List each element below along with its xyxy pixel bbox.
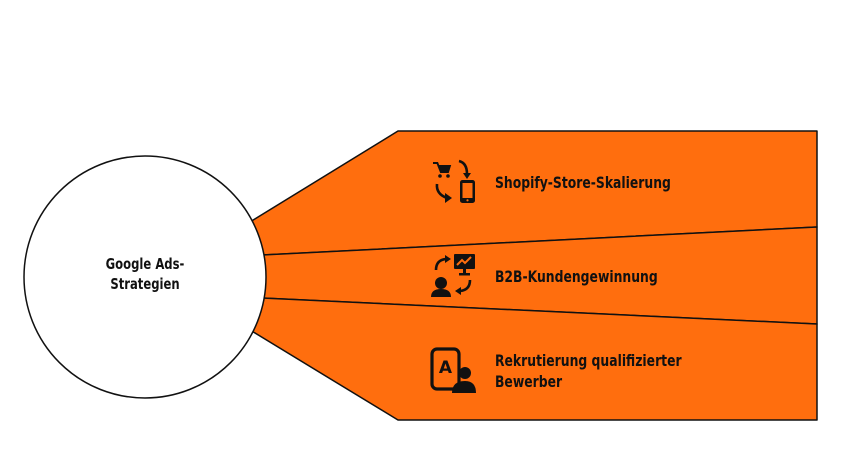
svg-text:A: A: [439, 358, 453, 378]
cart-smartphone-sync-icon: [433, 159, 475, 203]
item-label-b2b: B2B-Kundengewinnung: [495, 267, 658, 286]
hub-circle: [23, 155, 267, 399]
recruitment-profile-icon: A: [430, 347, 476, 393]
hub-label: Google Ads-Strategien: [105, 255, 185, 293]
person-presentation-sync-icon: [431, 254, 475, 297]
item-label-shopify: Shopify-Store-Skalierung: [495, 173, 671, 192]
item-label-recruiting: Rekrutierung qualifizierter Bewerber: [495, 351, 682, 391]
